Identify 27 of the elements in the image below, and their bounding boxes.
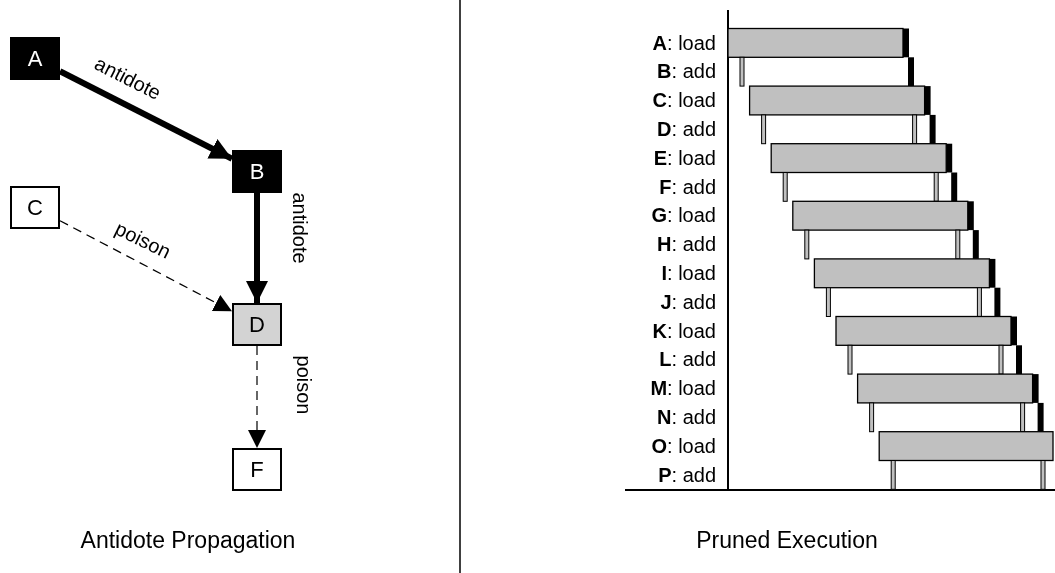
arrow: [248, 345, 266, 449]
arrow: [59, 220, 233, 312]
row-label: D: add: [657, 116, 716, 142]
row-label: P: add: [658, 462, 716, 488]
panel-caption: Antidote Propagation: [80, 527, 296, 554]
edge-label: antidote: [290, 190, 310, 266]
row-label: J: add: [660, 289, 716, 315]
arrow: [246, 193, 268, 303]
node-box: A: [10, 37, 60, 80]
panel-caption: Pruned Execution: [696, 527, 878, 554]
node-box: B: [232, 150, 282, 193]
node-box: F: [232, 448, 282, 491]
row-label: E: load: [653, 145, 716, 171]
row-label: N: add: [657, 404, 716, 430]
row-label: H: add: [657, 232, 716, 258]
row-label: I: load: [661, 260, 716, 286]
node-box: C: [10, 186, 60, 229]
row-label: L: add: [659, 347, 716, 373]
row-label: C: load: [652, 88, 716, 114]
row-label: G: load: [651, 203, 716, 229]
row-label: M: load: [650, 376, 716, 402]
node-box: D: [232, 303, 282, 346]
row-label: B: add: [657, 59, 716, 85]
row-label: K: load: [652, 318, 716, 344]
row-label: A: load: [652, 30, 716, 56]
row-label: O: load: [651, 433, 716, 459]
row-label: F: add: [659, 174, 716, 200]
